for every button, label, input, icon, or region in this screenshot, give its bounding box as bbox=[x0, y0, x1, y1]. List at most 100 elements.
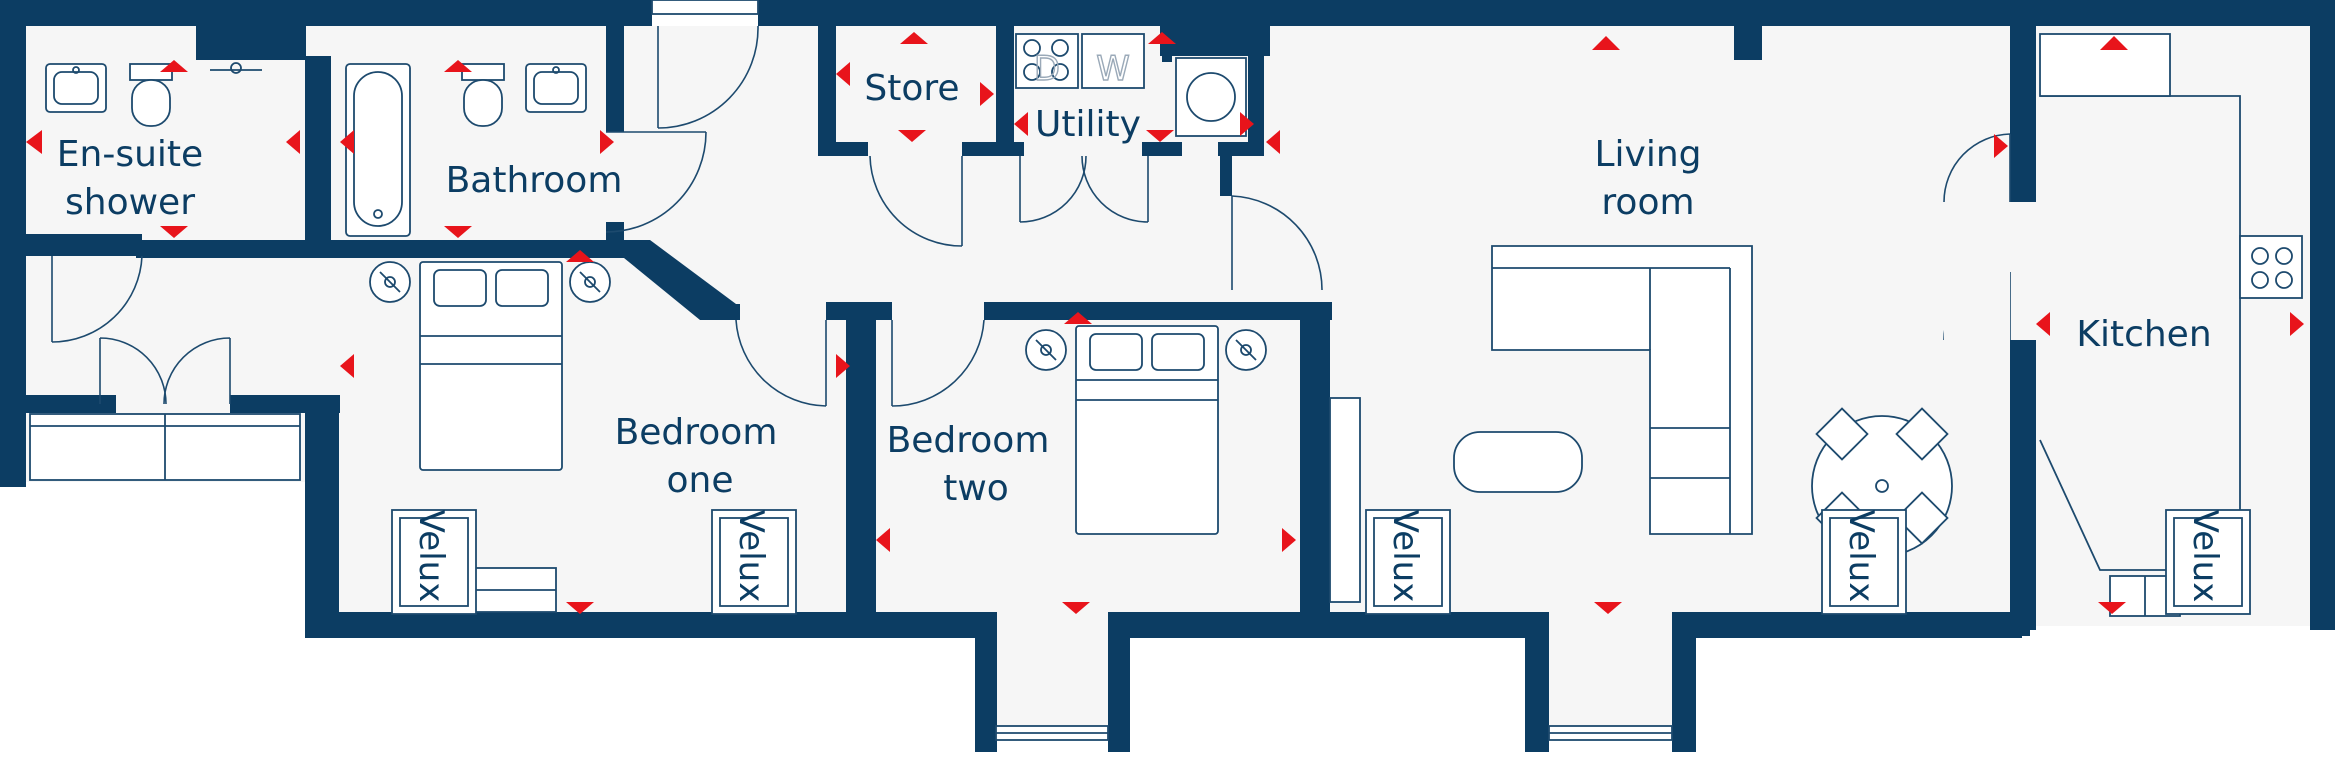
red-triangle-marker-icon bbox=[2290, 312, 2304, 336]
red-triangle-marker-icon bbox=[160, 226, 188, 238]
red-triangle-marker-icon bbox=[836, 354, 850, 378]
red-triangle-marker-icon bbox=[1014, 112, 1028, 136]
wall-top-right bbox=[758, 0, 2335, 26]
toilet-icon bbox=[129, 63, 173, 127]
red-triangle-marker-icon bbox=[160, 60, 188, 72]
floor-area bbox=[26, 26, 2310, 738]
wall-hall-upper bbox=[136, 240, 636, 258]
boiler-icon bbox=[1175, 57, 1247, 137]
washer-label: W bbox=[1096, 49, 1130, 89]
wall-bathroom-right-upper bbox=[606, 26, 624, 132]
wall-bed2-right bbox=[1300, 302, 1330, 638]
room-label-bedroom-two-line1: Bedroom bbox=[887, 420, 1050, 461]
red-triangle-marker-icon bbox=[836, 62, 850, 86]
roof-window-icon: Velux bbox=[1365, 509, 1451, 615]
red-triangle-marker-icon bbox=[2036, 312, 2050, 336]
wall-diagonal bbox=[624, 240, 736, 320]
window-top-gap bbox=[651, 0, 759, 15]
wall-left bbox=[0, 0, 26, 487]
wall-bedroom-one-top bbox=[700, 304, 740, 320]
room-label-living-line1: Living bbox=[1594, 134, 1701, 175]
wall-bay-1-left bbox=[975, 612, 997, 752]
desk-icon bbox=[469, 567, 557, 613]
red-triangle-marker-icon bbox=[1592, 36, 1620, 50]
wall-kitchen-upper bbox=[2010, 26, 2036, 202]
washer-icon bbox=[1081, 33, 1145, 89]
wall-store-bottom-left bbox=[818, 142, 868, 156]
red-triangle-marker-icon bbox=[444, 226, 472, 238]
red-triangle-marker-icon bbox=[600, 130, 614, 154]
wall-top-left bbox=[0, 0, 652, 26]
room-label-bedroom-two-line2: two bbox=[943, 468, 1009, 509]
door-hall-entry bbox=[657, 25, 759, 129]
wall-store-bottom-right bbox=[962, 142, 1024, 156]
red-triangle-marker-icon bbox=[286, 130, 300, 154]
wall-store-left bbox=[818, 26, 836, 154]
wall-top-ledge bbox=[196, 26, 306, 60]
room-label-bedroom-one-line2: one bbox=[667, 460, 734, 501]
bath-icon bbox=[345, 63, 411, 237]
door-utility-left bbox=[1019, 155, 1087, 223]
velux-label-bedroom-one-left: Velux bbox=[411, 510, 451, 603]
room-label-utility: Utility bbox=[1035, 104, 1141, 145]
wall-left-bump bbox=[305, 400, 339, 638]
red-triangle-marker-icon bbox=[444, 60, 472, 72]
bedside-lamp-icon bbox=[1225, 329, 1267, 371]
wall-top-pillar bbox=[1734, 26, 1762, 60]
wall-store-utility bbox=[996, 26, 1014, 154]
red-triangle-marker-icon bbox=[898, 130, 926, 142]
red-triangle-marker-icon bbox=[876, 528, 890, 552]
door-bedroom-two bbox=[891, 319, 985, 407]
roof-window-icon: Velux bbox=[391, 509, 477, 615]
roof-window-icon: Velux bbox=[711, 509, 797, 615]
velux-windows: Velux Velux Velux Velux Velux bbox=[391, 509, 2251, 615]
red-triangle-marker-icon bbox=[1282, 528, 1296, 552]
bay-windows bbox=[651, 0, 1673, 741]
room-label-ensuite-line2: shower bbox=[65, 182, 195, 223]
wall-ensuite-right bbox=[305, 56, 331, 246]
doors bbox=[51, 25, 2011, 407]
markers bbox=[26, 32, 2304, 614]
kitchen-worktop-icon bbox=[2039, 33, 2241, 571]
wall-hall-stub bbox=[1220, 152, 1232, 196]
cupboard-icon bbox=[29, 413, 301, 481]
red-triangle-marker-icon bbox=[1064, 312, 1092, 324]
red-triangle-marker-icon bbox=[1994, 134, 2008, 158]
red-triangle-marker-icon bbox=[1594, 602, 1622, 614]
velux-label-living-left: Velux bbox=[1385, 510, 1425, 603]
room-label-store: Store bbox=[864, 68, 959, 109]
room-label-living-line2: room bbox=[1601, 182, 1694, 223]
door-kitchen-upper bbox=[1943, 133, 2011, 203]
red-triangle-marker-icon bbox=[980, 82, 994, 106]
wall-right bbox=[2310, 26, 2335, 630]
bedside-lamp-icon bbox=[369, 261, 411, 303]
roof-window-icon: Velux bbox=[1821, 509, 1907, 615]
room-labels: En-suite shower Bathroom Store Utility L… bbox=[57, 68, 2212, 509]
wall-cupboard-top bbox=[26, 395, 116, 413]
wall-bottom-1 bbox=[305, 612, 995, 638]
wall-ensuite-divider bbox=[26, 244, 40, 254]
velux-label-bedroom-one-right: Velux bbox=[731, 510, 771, 603]
door-bathroom bbox=[605, 131, 707, 233]
double-bed-icon bbox=[419, 261, 563, 471]
wall-bay-1-right bbox=[1108, 612, 1130, 752]
velux-label-kitchen: Velux bbox=[2185, 510, 2225, 603]
door-cupboard-right bbox=[163, 337, 231, 405]
bedside-lamp-icon bbox=[569, 261, 611, 303]
double-bed-icon bbox=[1075, 325, 1219, 535]
red-triangle-marker-icon bbox=[900, 32, 928, 44]
corner-sofa-icon bbox=[1491, 245, 1753, 535]
red-triangle-marker-icon bbox=[1146, 130, 1174, 142]
wall-bay-2-left bbox=[1525, 612, 1549, 752]
dishwasher-label: D bbox=[1034, 49, 1060, 89]
bedside-lamp-icon bbox=[1025, 329, 1067, 371]
wall-living-bottom-right bbox=[1690, 616, 2030, 636]
red-triangle-marker-icon bbox=[2098, 602, 2126, 614]
dishwasher-icon bbox=[1015, 33, 1079, 89]
red-triangle-marker-icon bbox=[566, 250, 594, 262]
room-label-bedroom-one-line1: Bedroom bbox=[615, 412, 778, 453]
red-triangle-marker-icon bbox=[340, 130, 354, 154]
wall-ensuite-bottom bbox=[26, 234, 142, 256]
